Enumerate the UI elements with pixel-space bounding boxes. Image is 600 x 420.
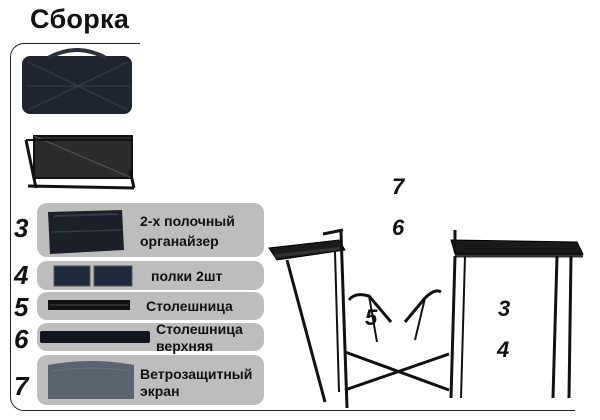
callout-number: 4 bbox=[497, 337, 510, 362]
assembled-table-image bbox=[268, 228, 584, 409]
windscreen-image bbox=[48, 361, 134, 399]
item-number: 6 bbox=[14, 324, 29, 354]
item-number: 5 bbox=[14, 292, 29, 322]
item-label: полки 2шт bbox=[151, 268, 223, 284]
item-label: Столешница bbox=[146, 298, 233, 314]
item-number: 4 bbox=[14, 260, 29, 290]
callout-number: 3 bbox=[498, 296, 511, 321]
shelves-image bbox=[53, 265, 133, 287]
item-label: Ветрозащитный bbox=[140, 366, 253, 382]
item-label: Столешница bbox=[156, 321, 243, 337]
organizer-image bbox=[48, 210, 124, 254]
tabletop-image bbox=[48, 300, 130, 310]
callout-number: 6 bbox=[392, 215, 405, 240]
page-title: Сборка bbox=[30, 4, 130, 34]
item-label: верхняя bbox=[156, 338, 214, 354]
carry-bag-image bbox=[22, 48, 132, 114]
item-label: экран bbox=[140, 383, 180, 399]
item-number: 3 bbox=[14, 213, 29, 243]
callout-number: 7 bbox=[392, 174, 405, 199]
item-label: органайзер bbox=[140, 233, 219, 249]
callout-number: 5 bbox=[365, 305, 378, 330]
folded-frame-image bbox=[24, 135, 136, 190]
top-tabletop-image bbox=[40, 331, 150, 343]
item-label: 2-х полочный bbox=[140, 213, 235, 229]
item-number: 7 bbox=[14, 371, 29, 401]
